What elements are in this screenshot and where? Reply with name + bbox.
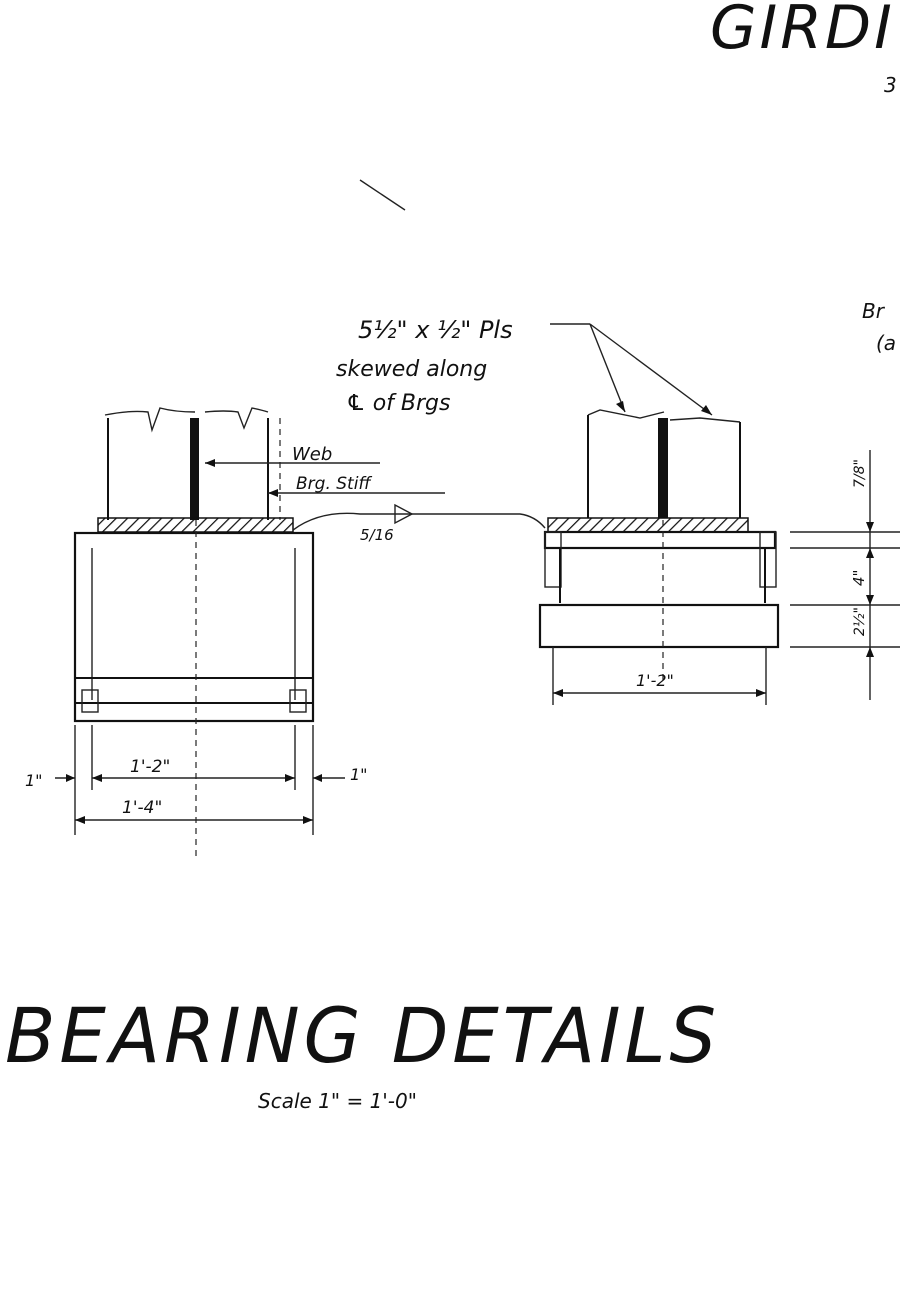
drawing-title: BEARING DETAILS xyxy=(5,991,720,1080)
callout-plates-line3: ℄ of Brgs xyxy=(346,391,450,416)
dim-left-inner: 1'-2" xyxy=(130,757,170,777)
drawing-scale: Scale 1" = 1'-0" xyxy=(258,1089,417,1113)
dim-left-overall: 1'-4" xyxy=(122,798,162,818)
label-brg-stiff: Brg. Stiff xyxy=(296,474,372,494)
stray-mark xyxy=(359,179,406,211)
left-bearing-view xyxy=(55,407,345,860)
right-partial-2: (a xyxy=(876,331,896,355)
dim-left-1in-a: 1" xyxy=(25,771,43,790)
dim-right-bot: 2½" xyxy=(852,607,868,636)
right-partial-1: Br xyxy=(862,299,886,323)
callout-plates-line2: skewed along xyxy=(336,357,487,382)
callout-plates-line1: 5½" x ½" Pls xyxy=(358,316,513,344)
dim-right-top: 7/8" xyxy=(852,459,868,488)
sheet-title-partial: GIRDI xyxy=(710,0,895,63)
dim-right-width: 1'-2" xyxy=(636,671,674,690)
dim-right-mid: 4" xyxy=(850,570,868,586)
dim-left-1in-b: 1" xyxy=(350,765,368,784)
sheet-subtitle-partial: 3 xyxy=(884,73,897,97)
right-bearing-view xyxy=(538,409,900,705)
label-web: Web xyxy=(292,444,332,465)
label-weld: 5/16 xyxy=(360,526,394,544)
